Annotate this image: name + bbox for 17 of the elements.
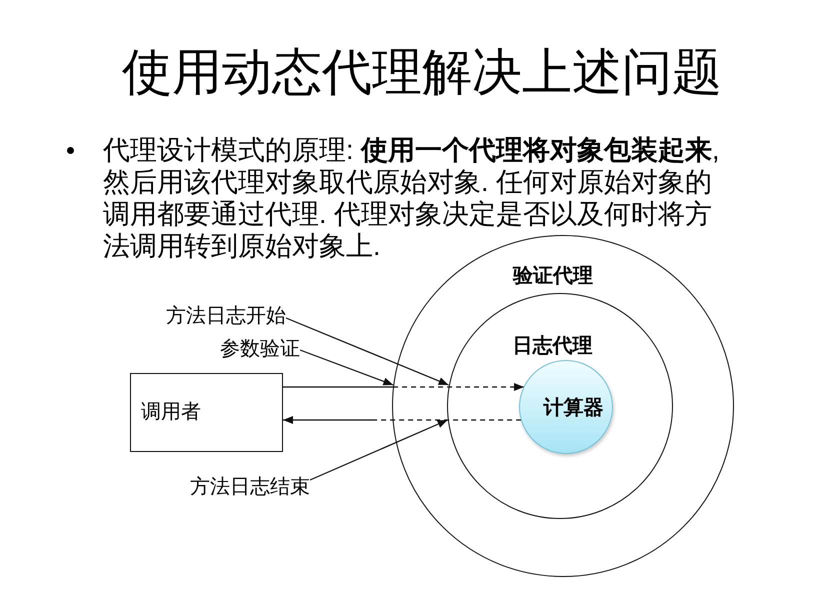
- inner-proxy-circle: [446, 292, 673, 519]
- caller-box: [130, 373, 283, 452]
- leader-arrow: [300, 349, 394, 386]
- annotation-text: 方法日志开始: [166, 304, 286, 328]
- leader-arrow: [286, 317, 449, 386]
- circle-label: 计算器: [543, 396, 604, 420]
- box-label: 调用者: [141, 400, 201, 424]
- circle-label: 验证代理: [513, 264, 593, 288]
- leader-arrow: [310, 419, 448, 481]
- bullet-paragraph: 代理设计模式的原理: 使用一个代理将对象包装起来,然后用该代理对象取代原始对象. 任何对原始对象的调用都要通过代理. 代理对象决定是否以及何时将方法调用转到原始对象上.: [103, 134, 721, 262]
- circle-label: 日志代理: [512, 334, 593, 358]
- slide-title: 使用动态代理解决上述问题: [122, 43, 722, 102]
- outer-proxy-circle: [392, 235, 734, 577]
- annotation-text: 参数验证: [220, 337, 300, 361]
- annotation-text: 方法日志结束: [190, 475, 310, 499]
- flow-arrow: [283, 416, 522, 424]
- flow-arrow: [283, 383, 524, 391]
